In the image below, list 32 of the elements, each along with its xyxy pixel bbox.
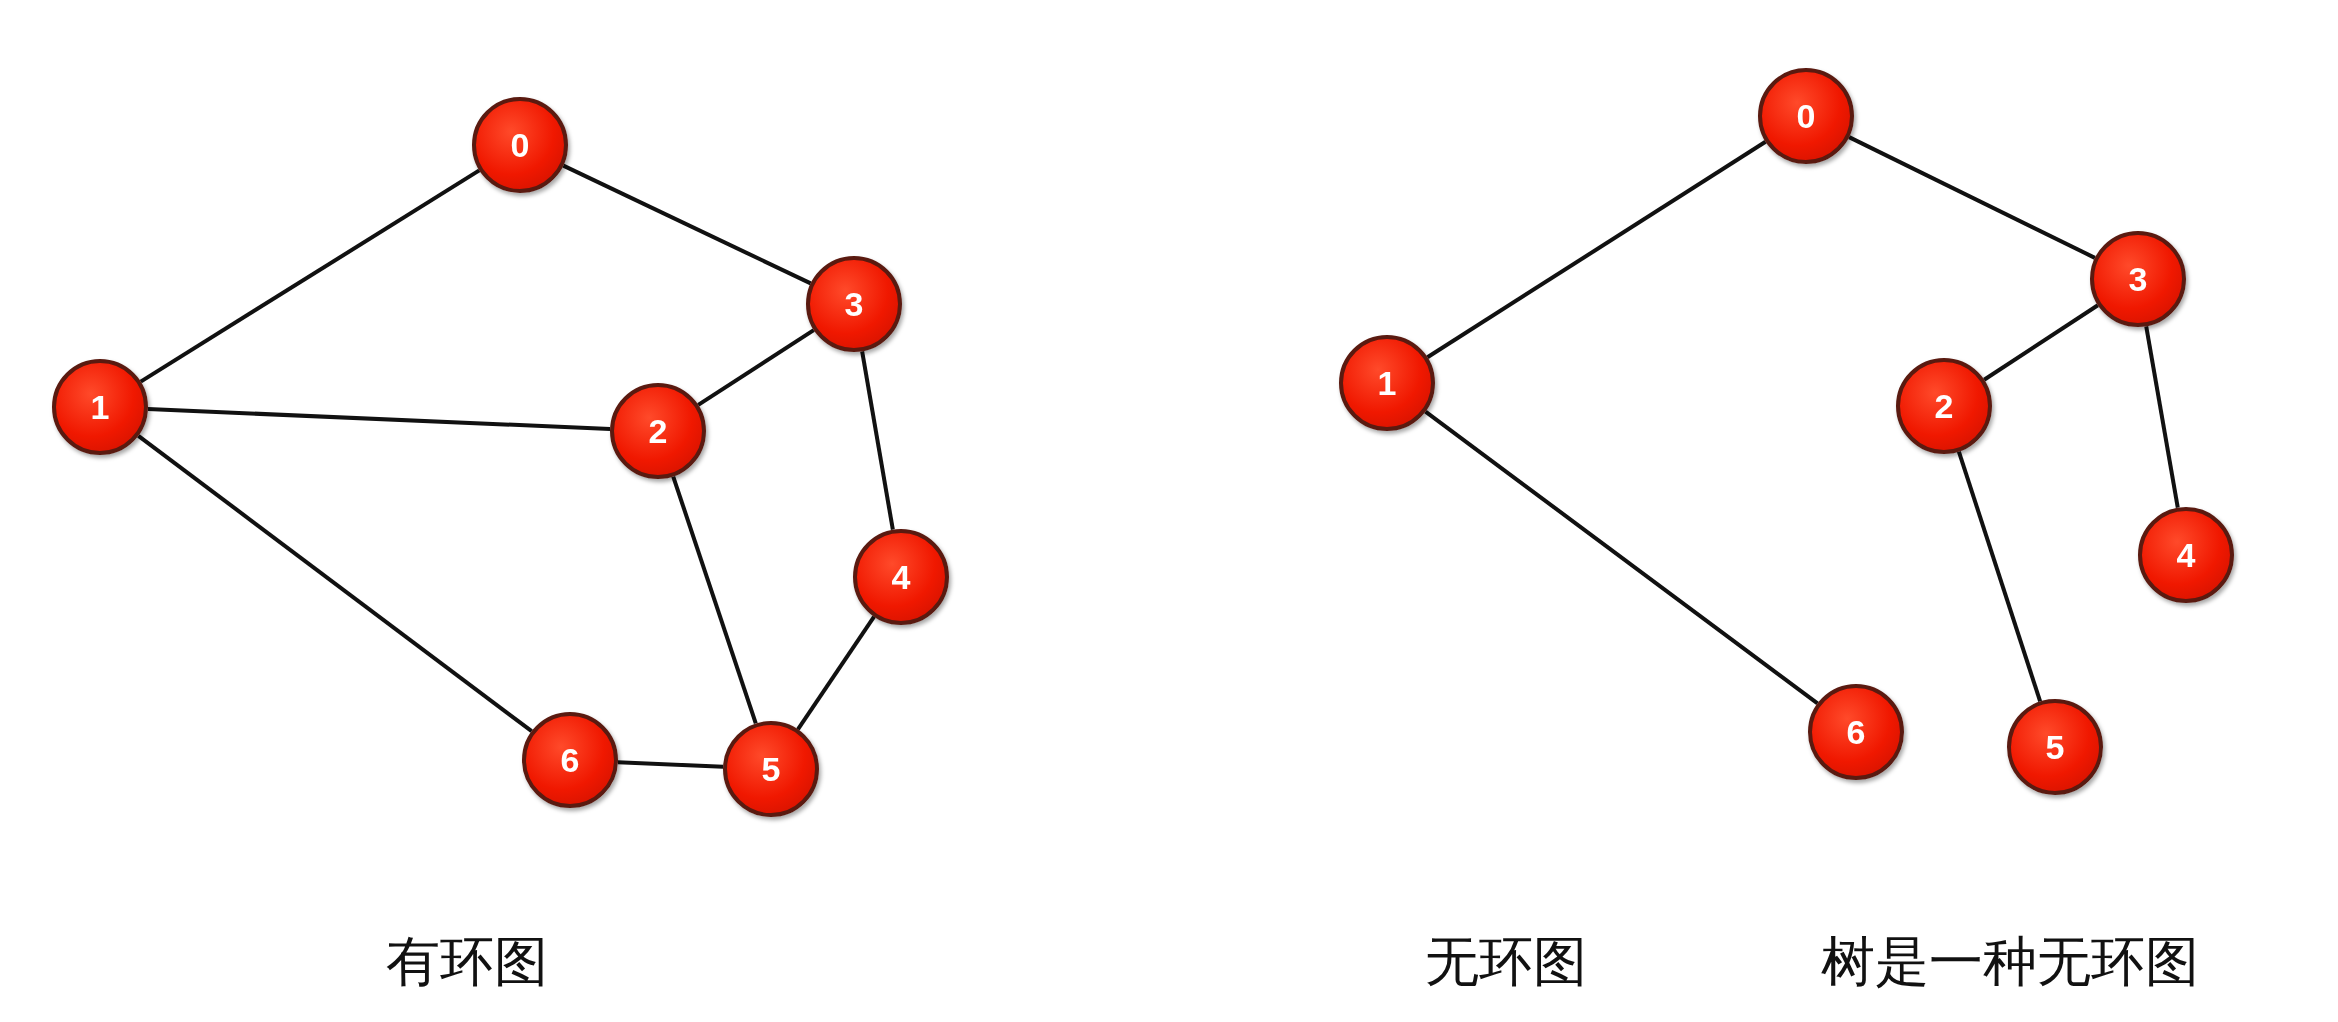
edge-line [1424, 410, 1819, 705]
edge-line [147, 407, 611, 431]
edge-line [139, 168, 481, 384]
node-circle: 5 [2007, 699, 2103, 795]
node-circle: 0 [472, 97, 568, 193]
edge-line [617, 760, 724, 769]
edge-line [860, 350, 895, 531]
edge-line [1848, 135, 2096, 260]
node-circle: 1 [52, 359, 148, 455]
edge-line [1983, 303, 2099, 382]
graph-caption: 树是一种无环图 [1821, 928, 2199, 995]
node-circle: 2 [610, 383, 706, 479]
node-circle: 5 [723, 721, 819, 817]
node-circle: 1 [1339, 335, 1435, 431]
edge-line [697, 328, 815, 407]
edge-line [2144, 325, 2180, 509]
node-circle: 2 [1896, 358, 1992, 454]
node-circle: 6 [1808, 684, 1904, 780]
node-circle: 4 [2138, 507, 2234, 603]
edge-line [137, 434, 533, 733]
node-circle: 6 [522, 712, 618, 808]
node-circle: 0 [1758, 68, 1854, 164]
node-circle: 3 [806, 256, 902, 352]
node-circle: 3 [2090, 231, 2186, 327]
graph-caption: 无环图 [1425, 928, 1587, 995]
graph-caption: 有环图 [386, 928, 548, 995]
edge-line [1426, 140, 1767, 359]
edge-line [562, 163, 812, 286]
edge-line [796, 615, 876, 731]
node-circle: 4 [853, 529, 949, 625]
edge-line [671, 475, 758, 725]
edge-line [1956, 451, 2043, 702]
